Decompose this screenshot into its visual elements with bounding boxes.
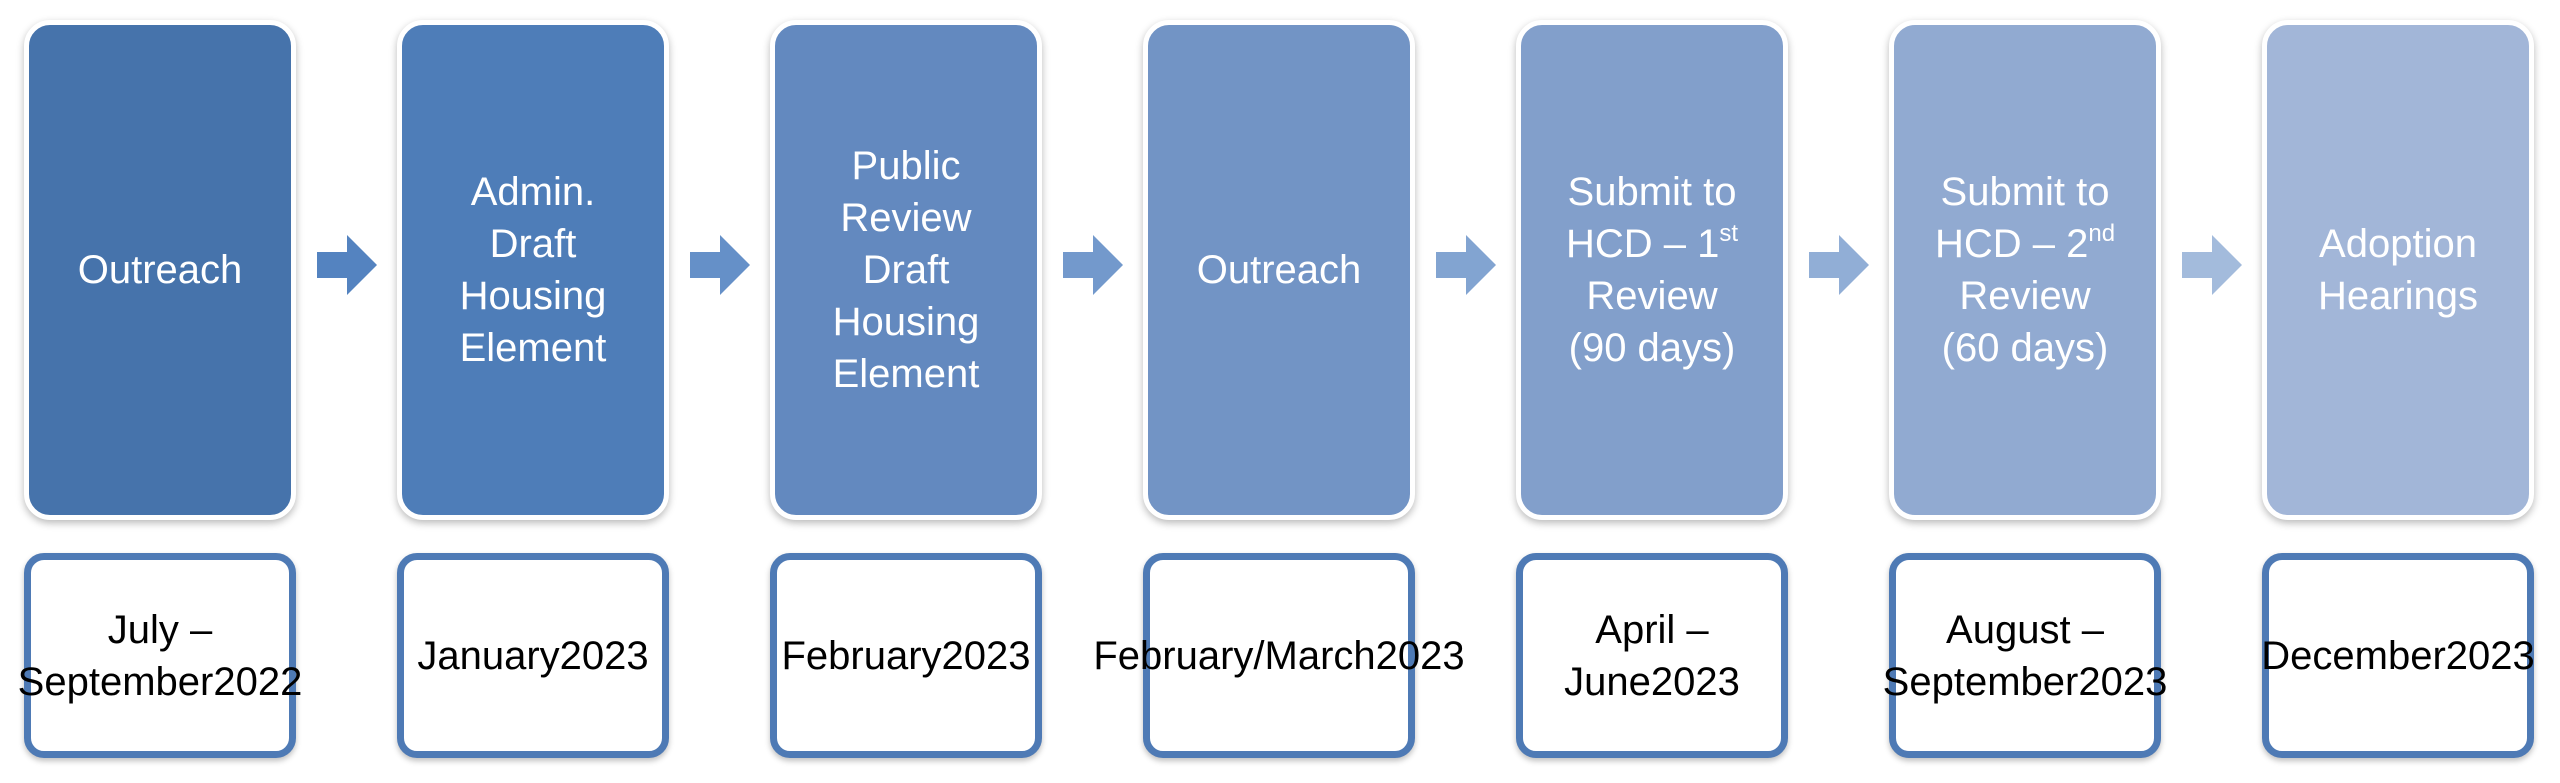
arrow-right-icon <box>690 235 750 295</box>
text-line: February <box>781 633 942 678</box>
text-line: April – June <box>1564 607 1709 704</box>
date-box: July – September2022 <box>18 553 302 758</box>
text-line: Housing <box>832 300 980 344</box>
date-label: July – September2022 <box>18 604 303 708</box>
text-line: Review <box>840 196 972 240</box>
arrow-right-icon <box>317 235 377 295</box>
text-line: 2023 <box>1650 659 1740 704</box>
date-box: August – September2023 <box>1883 553 2167 758</box>
date-label: December2023 <box>2261 630 2535 682</box>
arrow-shape <box>1809 235 1869 295</box>
text-line: HCD – 2nd <box>1935 218 2115 270</box>
ordinal-suffix: nd <box>2088 220 2116 247</box>
text-line: March <box>1264 633 1376 678</box>
arrow-right-icon <box>1809 235 1869 295</box>
arrow-shape <box>1436 235 1496 295</box>
date-label: April – June2023 <box>1533 604 1771 708</box>
text-line: Adoption <box>2319 222 2477 266</box>
text-line: Housing <box>459 274 607 318</box>
text-line: Admin. <box>470 170 596 214</box>
date-label: January2023 <box>417 630 648 682</box>
text-main: HCD – 1 <box>1565 222 1720 266</box>
arrow-shape <box>690 235 750 295</box>
arrow-shape <box>317 235 377 295</box>
ordinal-suffix: st <box>1719 220 1739 247</box>
text-line: HCD – 1st <box>1566 218 1738 270</box>
date-label: August – September2023 <box>1883 604 2168 708</box>
text-line: Element <box>459 326 607 370</box>
text-line: Submit to <box>1940 170 2110 214</box>
text-line: 2023 <box>559 633 649 678</box>
date-label: February2023 <box>781 630 1030 682</box>
text-line: Submit to <box>1567 170 1737 214</box>
phase-box: Outreach <box>24 20 296 520</box>
text-line: September <box>1882 659 2079 704</box>
text-line: February/ <box>1093 633 1265 678</box>
text-line: 2023 <box>2445 633 2535 678</box>
arrow-shape <box>1063 235 1123 295</box>
text-line: July – <box>107 607 213 652</box>
text-line: Review <box>1959 274 2091 318</box>
arrow-shape <box>2182 235 2242 295</box>
text-line: (90 days) <box>1568 326 1736 370</box>
date-box: February2023 <box>770 553 1042 758</box>
text-line: August – <box>1946 607 2104 652</box>
date-label: February/March2023 <box>1093 630 1464 682</box>
text-line: December <box>2261 633 2446 678</box>
text-line: 2023 <box>1375 633 1465 678</box>
arrow-right-icon <box>2182 235 2242 295</box>
text-line: Public <box>851 144 961 188</box>
text-line: (60 days) <box>1941 326 2109 370</box>
arrow-right-icon <box>1436 235 1496 295</box>
text-line: Review <box>1586 274 1718 318</box>
text-line: Outreach <box>77 248 243 292</box>
date-box: February/March2023 <box>1093 553 1465 758</box>
date-box: April – June2023 <box>1516 553 1788 758</box>
text-line: January <box>417 633 560 678</box>
phase-label: Outreach <box>1197 244 1362 296</box>
text-line: Element <box>832 352 980 396</box>
text-main: HCD – 2 <box>1934 222 2089 266</box>
date-box: December2023 <box>2261 553 2535 758</box>
text-line: 2023 <box>2078 659 2168 704</box>
text-line: 2023 <box>941 633 1031 678</box>
text-line: Hearings <box>2317 274 2479 318</box>
text-line: Draft <box>862 248 950 292</box>
phase-label: Outreach <box>78 244 243 296</box>
text-line: September <box>17 659 214 704</box>
date-box: January2023 <box>397 553 669 758</box>
phase-box: Outreach <box>1143 20 1415 520</box>
text-line: Outreach <box>1196 248 1362 292</box>
arrow-right-icon <box>1063 235 1123 295</box>
text-line: Draft <box>489 222 577 266</box>
text-line: 2022 <box>213 659 303 704</box>
